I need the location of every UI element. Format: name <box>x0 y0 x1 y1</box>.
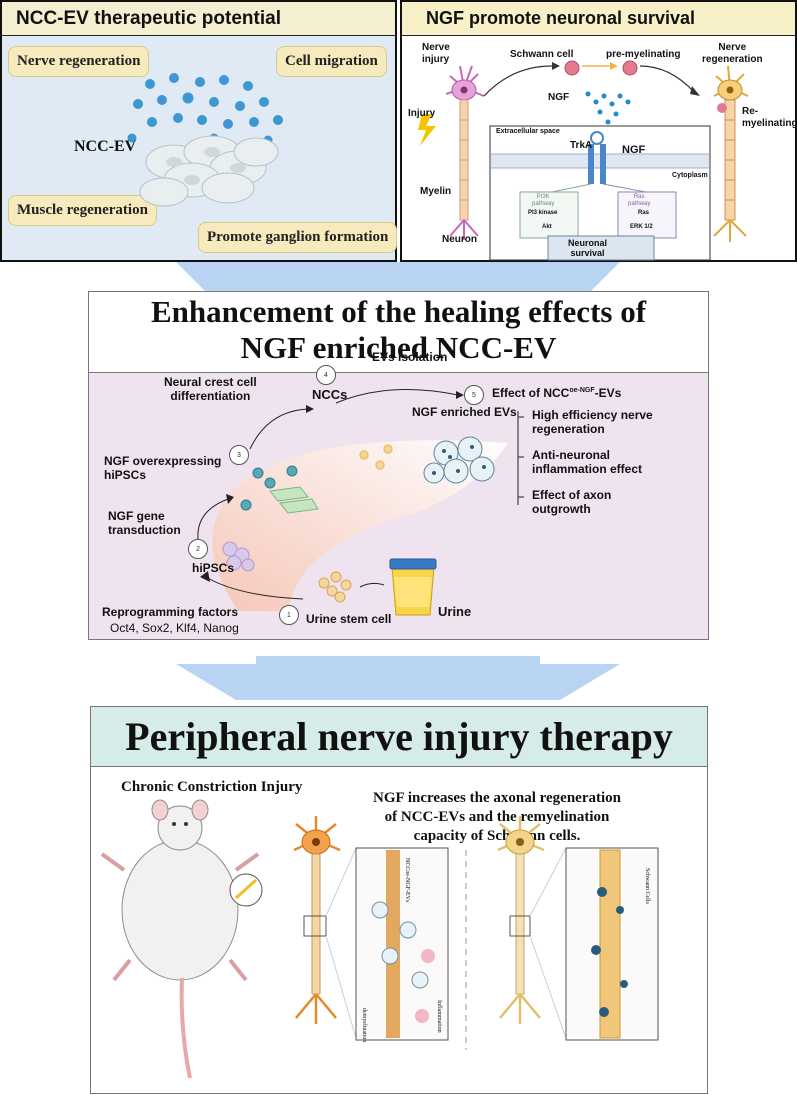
label-reprogramming-factors: Oct4, Sox2, Klf4, Nanog <box>110 621 239 635</box>
label-nerve-regeneration: Nerve regeneration <box>702 42 763 65</box>
effect-item-1: High efficiency nerve regeneration <box>532 408 653 436</box>
mid-title-line2: NGF enriched NCC-EV <box>240 330 557 365</box>
step-number-5: 5 <box>464 385 484 405</box>
effect-title: Effect of NCCoe-NGF-EVs <box>492 386 621 400</box>
label-neuronal-survival: Neuronal survival <box>568 238 608 258</box>
step-number-4: 4 <box>316 365 336 385</box>
label-myelin: Myelin <box>420 186 452 197</box>
label-hipscs: hiPSCs <box>192 561 235 575</box>
label-ngf-transduction: NGF gene transduction <box>108 509 181 537</box>
panel-tr-title-bar <box>402 2 795 36</box>
panel-tl-title-bar <box>2 2 395 36</box>
label-ngf-overexpressing: NGF overexpressing hiPSCs <box>104 454 222 482</box>
bottom-statement: NGF increases the axonal regeneration of… <box>372 790 622 844</box>
rat-and-nerve-illustration <box>100 799 659 1079</box>
label-cell-migration: Cell migration <box>276 46 387 77</box>
label-pi3-kinase: PI3 kinase <box>528 210 558 216</box>
label-muscle-regeneration: Muscle regeneration <box>8 195 157 226</box>
label-reprogramming-title: Reprogramming factors <box>102 605 239 619</box>
panel-tr-title: NGF promote neuronal survival <box>426 8 696 28</box>
ngf-pathway-illustration <box>418 60 749 261</box>
label-nccs: NCCs <box>312 387 348 402</box>
effect-title-suffix: -EVs <box>594 386 622 400</box>
inset-label-ev: NCCoe-NGF-EVs <box>404 858 410 903</box>
effect-title-sup: oe-NGF <box>569 387 595 394</box>
effect-item-2: Anti-neuronal inflammation effect <box>532 448 643 476</box>
effect-item-3: Effect of axon outgrowth <box>532 488 612 516</box>
label-nerve-regeneration: Nerve regeneration <box>8 46 150 77</box>
effect-title-prefix: Effect of NCC <box>492 386 570 400</box>
differentiation-path-illustration <box>197 389 524 616</box>
flow-arrow-bottom <box>176 656 620 700</box>
label-erk: ERK 1/2 <box>630 224 653 230</box>
label-extracellular: Extracellular space <box>496 128 560 135</box>
label-promote-ganglion: Promote ganglion formation <box>198 222 398 253</box>
panel-tl-title: NCC-EV therapeutic potential <box>16 8 281 29</box>
label-urine-stem-cell: Urine stem cell <box>306 612 392 626</box>
label-ngf-receptor: NGF <box>622 144 646 156</box>
inset-label-inflammation: Inflammation <box>436 1000 442 1033</box>
label-ngf-small: NGF <box>548 92 570 103</box>
step-number-1: 1 <box>279 605 299 625</box>
flow-arrow-top <box>176 262 620 292</box>
label-nerve-injury: Nerve injury <box>422 42 450 65</box>
label-ncc-differentiation: Neural crest cell differentiation <box>164 375 257 403</box>
bottom-title: Peripheral nerve injury therapy <box>125 714 673 759</box>
label-ras-pathway: Ras pathway <box>628 194 651 207</box>
label-injury: Injury <box>408 108 436 119</box>
label-cytoplasm: Cytoplasm <box>672 172 708 179</box>
bottom-title-bar <box>91 707 707 767</box>
label-evs-isolation: EVs isolation <box>372 350 448 364</box>
panel-ngf-survival: NGF promote neuronal survival <box>400 0 797 262</box>
label-ngf-enriched-evs: NGF enriched EVs <box>412 405 517 419</box>
label-neuron: Neuron <box>442 234 477 245</box>
label-trka: TrkA <box>570 140 593 151</box>
panel-therapeutic-potential: NCC-EV therapeutic potential Nerve regen… <box>0 0 398 262</box>
inset-label-demyelination: demyelination <box>361 1008 367 1043</box>
label-schwann-cell: Schwann cell <box>510 49 574 60</box>
label-urine: Urine <box>438 604 472 619</box>
ncc-ev-label: NCC-EV <box>74 138 137 155</box>
label-re-myelinating: Re- myelinating <box>742 106 797 129</box>
label-ras: Ras <box>638 210 650 216</box>
mid-title-line1: Enhancement of the healing effects of <box>150 294 647 329</box>
ev-cluster-illustration <box>127 73 283 207</box>
step-number-3: 3 <box>229 445 249 465</box>
label-pre-myelinating: pre-myelinating <box>606 49 681 60</box>
step-number-2: 2 <box>188 539 208 559</box>
label-pi3k-pathway: PI3K pathway <box>532 194 555 207</box>
inset-label-schwann: Schwann Cells <box>644 868 650 904</box>
label-akt: Akt <box>542 224 552 230</box>
label-cci: Chronic Constriction Injury <box>121 779 303 795</box>
